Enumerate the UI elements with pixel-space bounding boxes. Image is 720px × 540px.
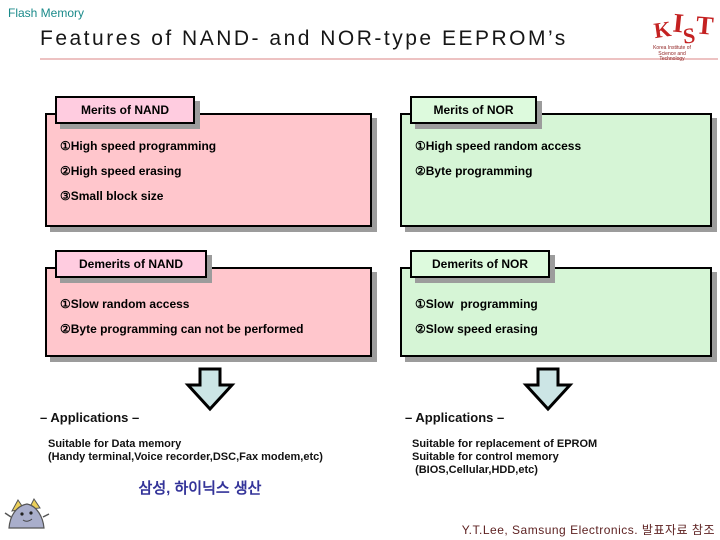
merits-nor-items: ①High speed random access ②Byte programm… — [402, 115, 710, 189]
page-title: Features of NAND- and NOR-type EEPROM’s — [40, 27, 568, 50]
list-item: ①High speed random access — [415, 139, 582, 153]
list-item: ②Byte programming can not be performed — [60, 322, 304, 336]
logo-letter-k: K — [652, 15, 673, 44]
logo-subtitle-line1: Korea Institute of — [653, 45, 691, 51]
panel-header-merits-nor: Merits of NOR — [410, 96, 537, 124]
panel-header-demerits-nor: Demerits of NOR — [410, 250, 550, 278]
logo-subtitle: Korea Institute of Science and Technolog… — [646, 45, 698, 63]
category-label: Flash Memory — [8, 6, 85, 20]
list-item: ②High speed erasing — [60, 164, 182, 178]
list-item: ①Slow random access — [60, 297, 190, 311]
applications-heading-right: – Applications – — [405, 410, 505, 425]
panel-title: Demerits of NAND — [78, 257, 183, 271]
credit-line: Y.T.Lee, Samsung Electronics. 발표자료 참조 — [461, 523, 715, 537]
demerits-nor-items: ①Slow programming ②Slow speed erasing — [402, 269, 710, 347]
kist-logo: K I S T Korea Institute of Science and T… — [646, 8, 716, 62]
panel-title: Merits of NOR — [433, 103, 514, 117]
panel-demerits-nor: ①Slow programming ②Slow speed erasing — [400, 267, 712, 357]
applications-text-left: Suitable for Data memory (Handy terminal… — [48, 438, 323, 463]
logo-subtitle-line2: Science and Technology — [658, 50, 686, 62]
panel-header-merits-nand: Merits of NAND — [55, 96, 195, 124]
korean-note: 삼성, 하이닉스 생산 — [138, 480, 262, 497]
list-item: ①High speed programming — [60, 139, 217, 153]
panel-title: Demerits of NOR — [431, 257, 529, 271]
applications-text-right: Suitable for replacement of EPROM Suitab… — [412, 438, 598, 476]
title-underline — [40, 58, 718, 60]
down-arrow-icon — [522, 367, 574, 412]
mascot-icon — [4, 498, 50, 529]
panel-header-demerits-nand: Demerits of NAND — [55, 250, 207, 278]
panel-merits-nand: ①High speed programming ②High speed eras… — [45, 113, 372, 227]
panel-demerits-nand: ①Slow random access ②Byte programming ca… — [45, 267, 372, 357]
logo-letter-t: T — [694, 10, 715, 41]
demerits-nand-items: ①Slow random access ②Byte programming ca… — [47, 269, 370, 347]
down-arrow-icon — [184, 367, 236, 412]
merits-nand-items: ①High speed programming ②High speed eras… — [47, 115, 370, 214]
applications-heading-left: – Applications – — [40, 410, 140, 425]
list-item: ③Small block size — [60, 189, 164, 203]
list-item: ②Byte programming — [415, 164, 533, 178]
list-item: ①Slow programming — [415, 297, 538, 311]
panel-title: Merits of NAND — [80, 103, 169, 117]
list-item: ②Slow speed erasing — [415, 322, 538, 336]
panel-merits-nor: ①High speed random access ②Byte programm… — [400, 113, 712, 227]
